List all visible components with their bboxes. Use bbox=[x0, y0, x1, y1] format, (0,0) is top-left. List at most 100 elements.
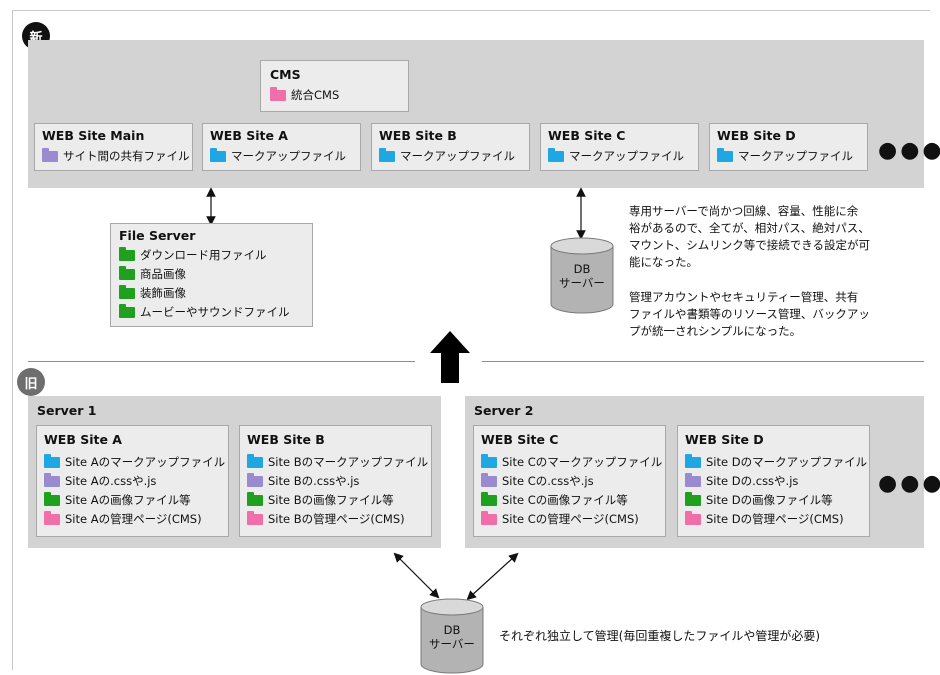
green-folder-icon bbox=[119, 246, 135, 261]
item-label: Site Dの.cssや.js bbox=[706, 474, 799, 488]
old-site-box-d: WEB Site D Site Dのマークアップファイル Site Dの.css… bbox=[677, 425, 870, 537]
file-server-item: 装飾画像 bbox=[119, 284, 312, 301]
site-item-label: マークアップファイル bbox=[231, 149, 346, 163]
file-server-item-label: ダウンロード用ファイル bbox=[140, 248, 267, 262]
old-db-server-icon bbox=[420, 598, 484, 674]
frame-left-line bbox=[12, 10, 13, 670]
site-title: WEB Site C bbox=[548, 128, 626, 143]
file-server-item-label: 装飾画像 bbox=[140, 286, 186, 300]
site-title: WEB Site D bbox=[717, 128, 796, 143]
note-line: プが統一されシンプルになった。 bbox=[629, 324, 802, 338]
item-label: Site Dの管理ページ(CMS) bbox=[706, 512, 844, 526]
site-item: マークアップファイル bbox=[379, 147, 529, 164]
file-server-item-label: ムービーやサウンドファイル bbox=[140, 305, 290, 319]
item-label: Site Dのマークアップファイル bbox=[706, 455, 868, 469]
blue-folder-icon bbox=[247, 453, 263, 468]
item-label: Site Bの画像ファイル等 bbox=[268, 493, 394, 507]
note-line: 専用サーバーで尚かつ回線、容量、性能に余 bbox=[629, 204, 859, 218]
pink-folder-icon bbox=[270, 86, 286, 101]
site-file-item: Site Dの画像ファイル等 bbox=[685, 491, 869, 508]
note-line: ファイルや書類等のリソース管理、バックアッ bbox=[629, 307, 870, 321]
purple-folder-icon bbox=[247, 472, 263, 487]
site-title: WEB Site D bbox=[685, 432, 764, 447]
old-site-box-a: WEB Site A Site Aのマークアップファイル Site Aの.css… bbox=[36, 425, 229, 537]
more-servers-ellipsis: ●●●● bbox=[878, 471, 940, 496]
file-server-box: File Server ダウンロード用ファイル 商品画像 装飾画像 ムービーやサ… bbox=[110, 223, 313, 327]
site-file-item: Site Aのマークアップファイル bbox=[44, 453, 228, 470]
frame-top-line bbox=[12, 10, 930, 11]
divider-left bbox=[28, 361, 415, 362]
item-label: Site Cの.cssや.js bbox=[502, 474, 594, 488]
purple-folder-icon bbox=[685, 472, 701, 487]
site-title: WEB Site C bbox=[481, 432, 559, 447]
cms-item: 統合CMS bbox=[270, 86, 408, 103]
old-site-box-b: WEB Site B Site Bのマークアップファイル Site Bの.css… bbox=[239, 425, 432, 537]
note-line: 裕があるので、全てが、相対パス、絶対パス、 bbox=[629, 221, 870, 235]
blue-folder-icon bbox=[210, 147, 226, 162]
server2-db-arrow bbox=[466, 552, 519, 601]
blue-folder-icon bbox=[44, 453, 60, 468]
site-file-item: Site Dのマークアップファイル bbox=[685, 453, 869, 470]
db-label-line2: サーバー bbox=[559, 276, 605, 290]
item-label: Site Cの画像ファイル等 bbox=[502, 493, 628, 507]
benefit-note-1: 専用サーバーで尚かつ回線、容量、性能に余 裕があるので、全てが、相対パス、絶対パ… bbox=[629, 203, 870, 271]
site-title: WEB Site B bbox=[379, 128, 457, 143]
site-title: WEB Site Main bbox=[42, 128, 145, 143]
db-label-line1: DB bbox=[573, 262, 591, 276]
server-2-title: Server 2 bbox=[474, 403, 534, 418]
db-server-icon bbox=[550, 237, 614, 314]
item-label: Site Bのマークアップファイル bbox=[268, 455, 429, 469]
db-server-label: DB サーバー bbox=[550, 262, 614, 290]
site-file-item: Site Bのマークアップファイル bbox=[247, 453, 431, 470]
site-file-item: Site Cの画像ファイル等 bbox=[481, 491, 665, 508]
green-folder-icon bbox=[481, 491, 497, 506]
item-label: Site Bの管理ページ(CMS) bbox=[268, 512, 405, 526]
green-folder-icon bbox=[119, 284, 135, 299]
new-site-box-main: WEB Site Main サイト間の共有ファイル bbox=[34, 123, 193, 171]
file-server-title: File Server bbox=[119, 228, 196, 243]
item-label: Site Cのマークアップファイル bbox=[502, 455, 663, 469]
item-label: Site Aの.cssや.js bbox=[65, 474, 157, 488]
site-file-item: Site Aの.cssや.js bbox=[44, 472, 228, 489]
old-badge: 旧 bbox=[17, 368, 45, 396]
blue-folder-icon bbox=[379, 147, 395, 162]
server-1-title: Server 1 bbox=[37, 403, 97, 418]
cms-item-label: 統合CMS bbox=[291, 88, 340, 102]
old-db-server-label: DB サーバー bbox=[420, 623, 484, 651]
new-site-box-d: WEB Site D マークアップファイル bbox=[709, 123, 868, 171]
item-label: Site Dの画像ファイル等 bbox=[706, 493, 833, 507]
site-item-label: マークアップファイル bbox=[569, 149, 684, 163]
blue-folder-icon bbox=[717, 147, 733, 162]
pink-folder-icon bbox=[44, 510, 60, 525]
site-file-item: Site Bの管理ページ(CMS) bbox=[247, 510, 431, 527]
site-file-item: Site Dの管理ページ(CMS) bbox=[685, 510, 869, 527]
server1-db-arrow bbox=[393, 552, 440, 599]
purple-folder-icon bbox=[42, 147, 58, 162]
blue-folder-icon bbox=[481, 453, 497, 468]
new-site-box-a: WEB Site A マークアップファイル bbox=[202, 123, 361, 171]
new-site-box-b: WEB Site B マークアップファイル bbox=[371, 123, 530, 171]
note-line: 管理アカウントやセキュリティー管理、共有 bbox=[629, 290, 859, 304]
file-server-item-label: 商品画像 bbox=[140, 267, 186, 281]
blue-folder-icon bbox=[548, 147, 564, 162]
note-line: 能になった。 bbox=[629, 255, 698, 269]
site-file-item: Site Cの管理ページ(CMS) bbox=[481, 510, 665, 527]
site-item-label: マークアップファイル bbox=[738, 149, 853, 163]
purple-folder-icon bbox=[481, 472, 497, 487]
file-server-item: 商品画像 bbox=[119, 265, 312, 282]
green-folder-icon bbox=[119, 303, 135, 318]
new-site-box-c: WEB Site C マークアップファイル bbox=[540, 123, 699, 171]
item-label: Site Cの管理ページ(CMS) bbox=[502, 512, 639, 526]
file-server-item: ダウンロード用ファイル bbox=[119, 246, 312, 263]
benefit-note-2: 管理アカウントやセキュリティー管理、共有 ファイルや書類等のリソース管理、バック… bbox=[629, 289, 870, 340]
site-file-item: Site Aの管理ページ(CMS) bbox=[44, 510, 228, 527]
more-sites-ellipsis: ●●●● bbox=[878, 138, 940, 163]
site-item: マークアップファイル bbox=[717, 147, 867, 164]
note-line: マウント、シムリンク等で接続できる設定が可 bbox=[629, 238, 871, 252]
old-management-note: それぞれ独立して管理(毎回重複したファイルや管理が必要) bbox=[499, 629, 821, 643]
db-label-line2: サーバー bbox=[429, 637, 475, 651]
divider-right bbox=[482, 361, 924, 362]
pink-folder-icon bbox=[481, 510, 497, 525]
site-item-label: マークアップファイル bbox=[400, 149, 515, 163]
site-item: マークアップファイル bbox=[548, 147, 698, 164]
